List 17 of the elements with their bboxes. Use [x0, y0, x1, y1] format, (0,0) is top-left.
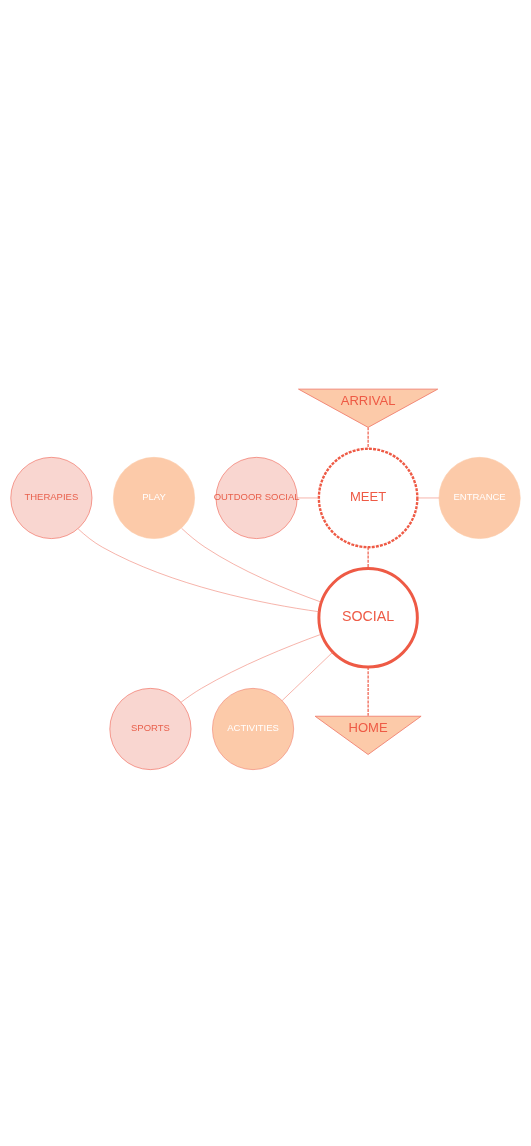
node-circle: ACTIVITIES [212, 688, 294, 770]
node-circle: OUTDOOR SOCIAL [215, 457, 298, 539]
node-circle: SPORTS [109, 688, 192, 770]
connector [297, 497, 319, 499]
node-circle: SOCIAL [317, 567, 419, 669]
connector [367, 546, 369, 569]
connector [417, 497, 440, 499]
connector [77, 528, 320, 613]
connector [282, 651, 334, 701]
node-circle: MEET [317, 447, 419, 549]
connector [180, 633, 322, 703]
node-circle: THERAPIES [10, 457, 93, 539]
connector [367, 666, 369, 717]
connector [181, 527, 322, 603]
connector [367, 426, 369, 450]
node-circle: PLAY [113, 457, 195, 539]
node-circle: ENTRANCE [438, 457, 521, 539]
